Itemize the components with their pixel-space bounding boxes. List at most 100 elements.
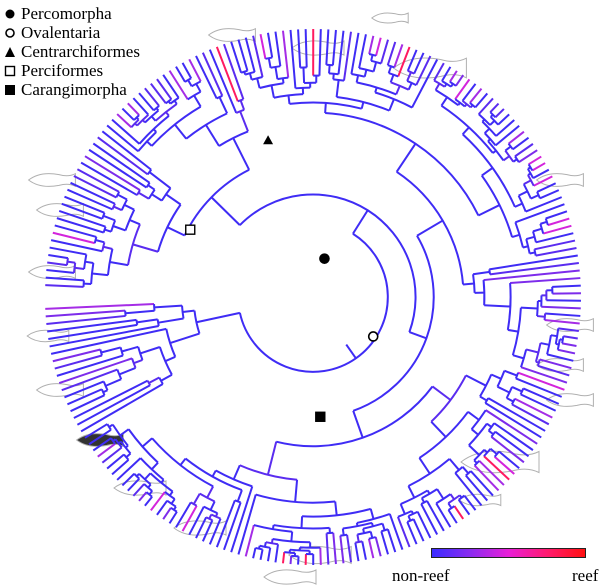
branch <box>473 459 478 464</box>
branch <box>420 497 426 503</box>
branch <box>290 531 294 542</box>
branch <box>144 472 152 480</box>
branch-arc <box>454 466 464 474</box>
branch <box>537 364 570 377</box>
clade-legend: Percomorpha Ovalentaria Centrarchiformes… <box>4 4 140 99</box>
carangimorpha-marker <box>315 411 326 422</box>
branch <box>88 428 112 446</box>
branch <box>164 355 176 363</box>
branch <box>281 78 285 84</box>
branch-arc <box>130 119 140 128</box>
branch-arc <box>514 221 524 248</box>
branch <box>48 323 138 340</box>
branch <box>150 491 166 511</box>
branch <box>449 493 455 500</box>
branch <box>50 239 103 253</box>
branch <box>450 83 454 88</box>
branch <box>206 485 215 499</box>
fish-silhouette <box>545 317 594 333</box>
branch <box>489 102 500 113</box>
branch <box>76 168 120 193</box>
branch <box>138 491 148 502</box>
branch-arc <box>533 249 537 256</box>
branch <box>52 348 101 363</box>
branch <box>361 541 367 560</box>
branch <box>127 102 140 116</box>
branch <box>506 397 514 403</box>
branch <box>208 518 222 545</box>
branch <box>144 87 160 107</box>
branch <box>328 64 331 74</box>
branch <box>367 538 375 559</box>
branch <box>483 269 580 282</box>
branch <box>181 62 193 79</box>
branch <box>195 516 208 539</box>
branch <box>168 511 178 524</box>
branch <box>507 130 525 145</box>
branch <box>492 149 497 154</box>
centrarchiformes-marker <box>263 135 274 145</box>
branch-arc <box>490 431 497 438</box>
branch <box>49 324 159 348</box>
branch <box>258 545 261 549</box>
legend-label: Carangimorpha <box>21 80 127 99</box>
branch <box>522 387 560 405</box>
branch-arc <box>170 506 178 513</box>
branch <box>211 470 217 478</box>
branch <box>188 506 205 536</box>
branch <box>498 450 520 469</box>
open-square-icon <box>4 65 16 77</box>
branch <box>259 33 267 60</box>
branch <box>461 83 477 102</box>
branch <box>465 374 487 387</box>
branch <box>461 126 470 135</box>
branch <box>489 261 579 276</box>
branch-arc <box>218 130 249 147</box>
branch <box>561 342 577 347</box>
branch <box>512 158 518 163</box>
branch <box>555 342 560 346</box>
branch <box>56 217 104 234</box>
branch <box>134 122 138 127</box>
branch <box>557 348 576 355</box>
branch <box>230 41 243 74</box>
branch <box>484 402 542 439</box>
branch <box>232 137 251 171</box>
branch <box>156 500 168 516</box>
branch <box>266 441 278 476</box>
branch <box>210 196 241 226</box>
branch <box>196 311 241 324</box>
branch <box>80 383 164 433</box>
branch <box>504 369 518 377</box>
branch-arc <box>153 105 160 112</box>
branch <box>67 388 103 406</box>
branch <box>416 219 444 237</box>
branch <box>547 217 570 227</box>
branch <box>477 204 500 217</box>
branch <box>462 282 475 286</box>
branch <box>396 516 411 548</box>
legend-label: Ovalentaria <box>21 23 101 42</box>
branch <box>325 29 330 65</box>
branch <box>97 136 149 176</box>
branch <box>165 111 170 117</box>
branch <box>416 511 432 539</box>
branch <box>520 306 538 310</box>
branch <box>484 127 491 134</box>
branch <box>112 438 117 442</box>
branch <box>426 489 431 495</box>
fish-silhouette <box>460 450 540 474</box>
branch-arc <box>447 505 456 511</box>
branch <box>536 182 557 193</box>
branch <box>271 524 275 530</box>
percomorpha-marker <box>319 253 330 264</box>
branch-arc <box>433 79 446 88</box>
branch <box>141 119 146 124</box>
branch <box>97 442 116 458</box>
branch <box>494 108 505 118</box>
branch <box>104 228 112 233</box>
branch-arc <box>100 388 106 396</box>
branch <box>540 220 548 225</box>
branch-arc <box>83 254 88 270</box>
branch <box>92 437 112 452</box>
